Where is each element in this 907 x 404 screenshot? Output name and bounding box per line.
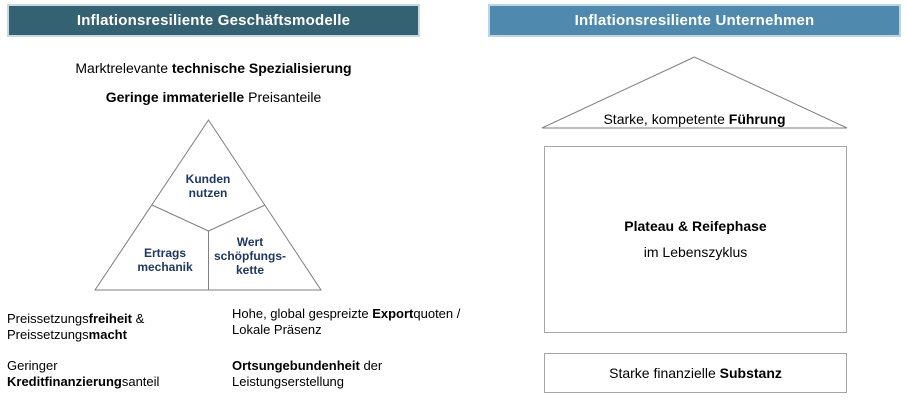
lifecycle-phase-subtitle: im Lebenszyklus (643, 244, 748, 260)
text-segment: Preissetzungs (7, 311, 89, 326)
text-segment: technische Spezialisierung (171, 60, 352, 76)
text-segment: & Preissetzungs (7, 311, 145, 342)
text-segment: Marktrelevante (75, 60, 172, 76)
business-model-triangle-diagram: Kunden nutzen Ertrags mechanik Wert schö… (94, 119, 322, 291)
text-segment: santeil (121, 374, 160, 389)
note-location-independence: Ortsungebundenheit der Leistungserstellu… (232, 358, 494, 390)
right-header-title: Inflationsresiliente Unternehmen (574, 12, 815, 29)
text-segment: Starke finanzielle (609, 365, 720, 381)
text-segment: Ortsungebundenheit (232, 358, 360, 373)
roof-label-leadership: Starke, kompetente Führung (541, 111, 848, 127)
triangle-divider-left (151, 204, 209, 232)
left-header-bar: Inflationsresiliente Geschäftsmodelle (7, 4, 420, 37)
right-header-bar: Inflationsresiliente Unternehmen (488, 4, 901, 37)
lifecycle-phase-title: Plateau & Reifephase (624, 218, 767, 234)
text-segment: der Leistungserstellung (232, 358, 383, 389)
text-segment: Geringer (7, 358, 58, 373)
text-segment: Substanz (719, 365, 782, 381)
text-segment: Preisanteile (244, 89, 322, 105)
text-segment: Kreditfinanzierung (7, 374, 122, 389)
note-pricing-power: Preissetzungsfreiheit & Preissetzungsmac… (7, 311, 229, 343)
text-segment: macht (88, 327, 127, 342)
house-roof: Starke, kompetente Führung (541, 56, 848, 130)
roof-triangle-svg (541, 56, 848, 129)
triangle-label-value-chain: Wert schöpfungs- kette (214, 235, 286, 277)
text-segment: Hohe, global gespreizte (232, 306, 373, 321)
intro-line-immaterial-price-share: Geringe immaterielle Preisanteile (7, 89, 420, 106)
house-base-box: Starke finanzielle Substanz (544, 353, 847, 393)
note-credit-financing: Geringer Kreditfinanzierungsanteil (7, 358, 229, 390)
text-segment: quoten / Lokale Präsenz (232, 306, 461, 337)
text-segment: freiheit (88, 311, 132, 326)
house-body-box: Plateau & Reifephase im Lebenszyklus (544, 146, 847, 333)
intro-line-technical-specialization: Marktrelevante technische Spezialisierun… (7, 60, 420, 77)
text-segment: Export (372, 306, 414, 321)
base-label-financial-substance: Starke finanzielle Substanz (609, 365, 782, 381)
text-segment: Starke, kompetente (603, 111, 729, 127)
text-segment: Führung (728, 111, 786, 127)
note-export-quota: Hohe, global gespreizte Exportquoten / L… (232, 306, 494, 338)
text-segment: Geringe immaterielle (105, 89, 245, 105)
triangle-divider-right (208, 204, 266, 232)
triangle-label-customer-benefit: Kunden nutzen (185, 172, 231, 200)
triangle-label-revenue-mechanics: Ertrags mechanik (137, 246, 193, 274)
triangle-svg (94, 119, 322, 291)
roof-outline (541, 56, 848, 129)
left-header-title: Inflationsresiliente Geschäftsmodelle (76, 12, 351, 29)
